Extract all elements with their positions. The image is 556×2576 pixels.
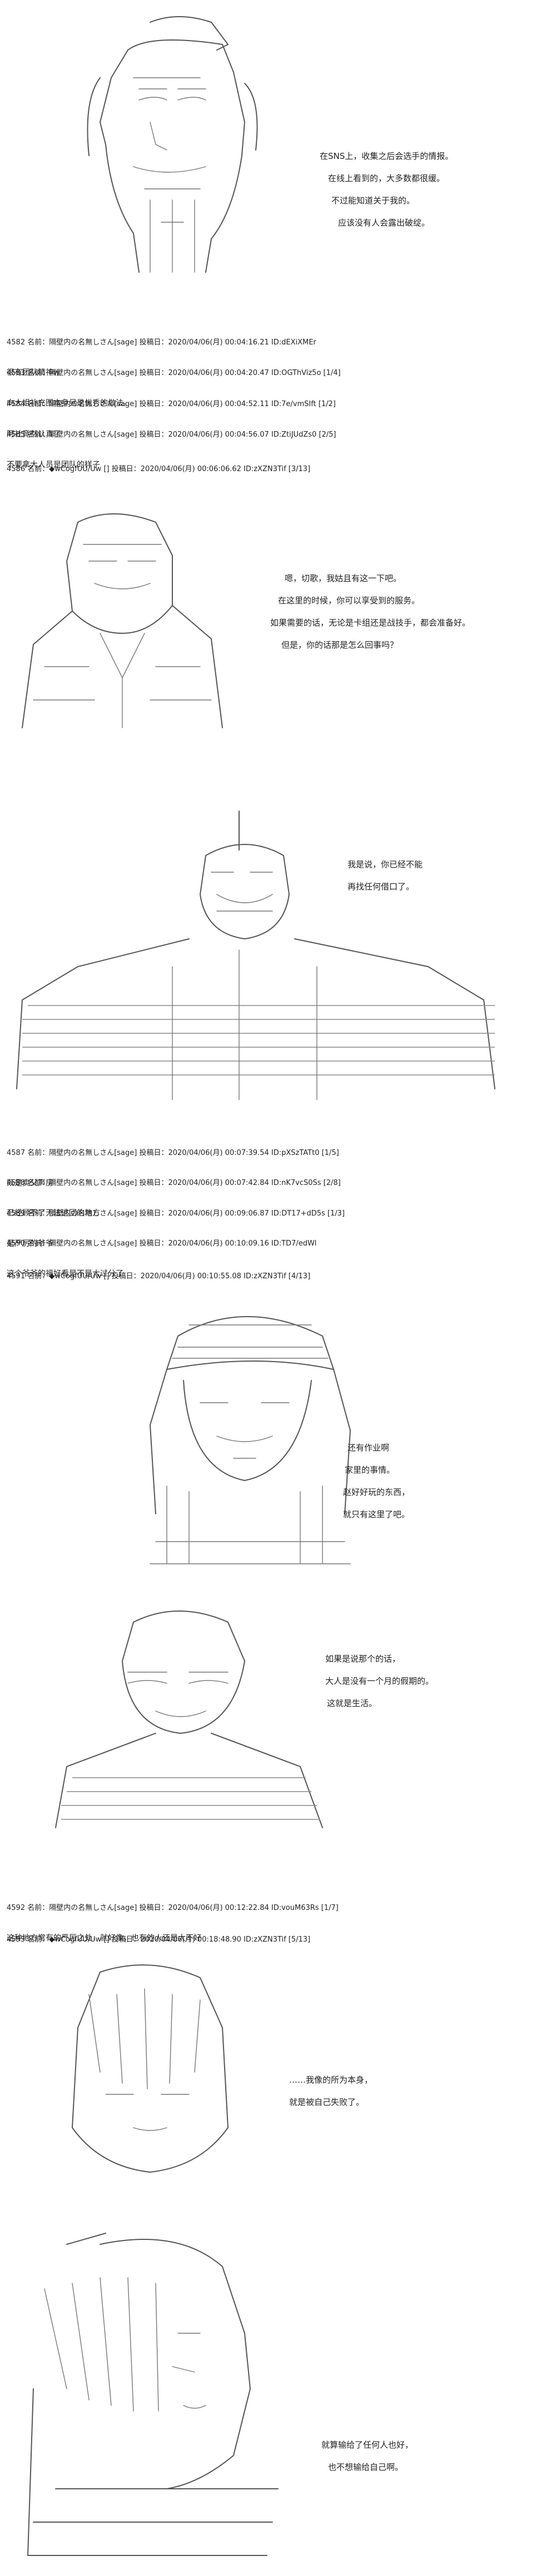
dialogue-line: 应该没有人会露出破绽。: [338, 218, 430, 228]
post-body: 不要拿大人员是团队的样子: [7, 461, 100, 469]
thread-post: 4585 名前：隔壁内の名無しさん[sage] 投稿日：2020/04/06(月…: [7, 410, 336, 480]
dialogue-line: 这就是生活。: [327, 1698, 378, 1708]
post-header: 4589 名前：隔壁内の名無しさん[sage] 投稿日：2020/04/06(月…: [7, 1209, 345, 1218]
thread-post: 4583 名前：隔壁内の名無しさん[sage] 投稿日：2020/04/06(月…: [7, 348, 341, 418]
dialogue-line: 再找任何借口了。: [348, 882, 415, 892]
dialogue-line: 还有作业啊: [348, 1443, 390, 1453]
thread-post: 4588 名前：隔壁内の名無しさん[sage] 投稿日：2020/04/06(月…: [7, 1158, 341, 1228]
post-header: 4590 名前：隔壁内の名無しさん[sage] 投稿日：2020/04/06(月…: [7, 1239, 317, 1248]
post-body: 向大姐补充图本身另是优秀的做法。: [7, 399, 131, 408]
thread-post: 4593 名前：◆wCogfUU/Uw [] 投稿日：2020/04/06(月)…: [7, 1915, 310, 1955]
post-header: 4591 名前：◆wCogfUU/Uw [] 投稿日：2020/04/06(月)…: [7, 1272, 311, 1281]
post-body: 很有团队精神w: [7, 368, 60, 377]
ascii-art-man-suit: [11, 500, 234, 733]
post-body: 是严厉的爷爷: [7, 1239, 53, 1248]
dialogue-line: 如果是说那个的话，: [325, 1654, 401, 1664]
thread-post: 4587 名前：隔壁内の名無しさん[sage] 投稿日：2020/04/06(月…: [7, 1128, 339, 1198]
dialogue-line: 在线上看到的，大多数都很缓。: [328, 173, 445, 183]
thread-post: 4590 名前：隔壁内の名無しさん[sage] 投稿日：2020/04/06(月…: [7, 1219, 316, 1289]
thread-post: 4586 名前：◆wCogfUU/Uw [] 投稿日：2020/04/06(月)…: [7, 444, 310, 484]
dialogue-line: 就算输给了任何人也好，: [321, 2440, 414, 2450]
thread-post: 4582 名前：隔壁内の名無しさん[sage] 投稿日：2020/04/06(月…: [7, 318, 316, 388]
post-body: 这种地方常有的严厉之处，就好像，也有的人还是大不好: [7, 1934, 201, 1943]
dialogue-line: 赵好好玩的东西，: [343, 1487, 410, 1497]
ascii-art-man-glasses-cap: [67, 11, 278, 278]
post-header: 4588 名前：隔壁内の名無しさん[sage] 投稿日：2020/04/06(月…: [7, 1179, 341, 1187]
ascii-art-man-glasses-shirt: [44, 1600, 334, 1833]
post-body: 既是卖父声房: [7, 1179, 53, 1188]
dialogue-line: 嗯，切歌，我姑且有这一下吧。: [285, 573, 402, 583]
post-header: 4587 名前：隔壁内の名無しさん[sage] 投稿日：2020/04/06(月…: [7, 1149, 339, 1157]
post-body: 已经顾不了无法逃回的地方: [7, 1209, 100, 1218]
dialogue-line: 不过能知道关于我的。: [331, 196, 415, 206]
dialogue-line: 就只有这里了吧。: [343, 1509, 410, 1519]
ascii-art-profile-face: [11, 2222, 311, 2567]
post-header: 4592 名前：隔壁内の名無しさん[sage] 投稿日：2020/04/06(月…: [7, 1904, 339, 1912]
thread-post: 4589 名前：隔壁内の名無しさん[sage] 投稿日：2020/04/06(月…: [7, 1189, 345, 1259]
dialogue-line: 我是说，你已经不能: [348, 859, 423, 869]
post-header: 4583 名前：隔壁内の名無しさん[sage] 投稿日：2020/04/06(月…: [7, 369, 341, 377]
dialogue-line: 大人是没有一个月的假期的。: [325, 1676, 434, 1686]
post-header: 4593 名前：◆wCogfUU/Uw [] 投稿日：2020/04/06(月)…: [7, 1935, 311, 1944]
dialogue-line: 如果需要的话，无论是卡组还是战技手，都会准备好。: [270, 618, 471, 628]
ascii-art-head-closeup: [33, 1961, 267, 2183]
post-header: 4582 名前：隔壁内の名無しさん[sage] 投稿日：2020/04/06(月…: [7, 338, 316, 347]
post-body: 这个爷爷的福好看是不是大过分了: [7, 1269, 123, 1278]
post-header: 4585 名前：隔壁内の名無しさん[sage] 投稿日：2020/04/06(月…: [7, 431, 336, 439]
thread-post: 4584 名前：隔壁内の名無しさん[sage] 投稿日：2020/04/06(月…: [7, 379, 336, 449]
dialogue-line: 也不想输给自己啊。: [328, 2462, 404, 2472]
dialogue-line: 就是被自己失败了。: [289, 2097, 365, 2107]
thread-post: 4591 名前：◆wCogfUU/Uw [] 投稿日：2020/04/06(月)…: [7, 1252, 310, 1292]
post-body: 阿社竟然认真了: [7, 430, 61, 439]
dialogue-line: 在这里的时候，你可以享受到的服务。: [278, 596, 420, 606]
thread-post: 4592 名前：隔壁内の名無しさん[sage] 投稿日：2020/04/06(月…: [7, 1883, 339, 1953]
post-header: 4584 名前：隔壁内の名無しさん[sage] 投稿日：2020/04/06(月…: [7, 400, 336, 408]
dialogue-line: 但是，你的话那是怎么回事吗？: [281, 640, 399, 650]
dialogue-line: 家里的事情。: [345, 1465, 395, 1475]
dialogue-line: 在SNS上，收集之后会选手的情报。: [320, 151, 454, 161]
ascii-art-man-mustache-wide: [6, 800, 550, 1100]
ascii-art-girl-hat: [133, 1303, 367, 1569]
post-header: 4586 名前：◆wCogfUU/Uw [] 投稿日：2020/04/06(月)…: [7, 465, 311, 473]
dialogue-line: ……我像的所为本身，: [289, 2075, 373, 2085]
